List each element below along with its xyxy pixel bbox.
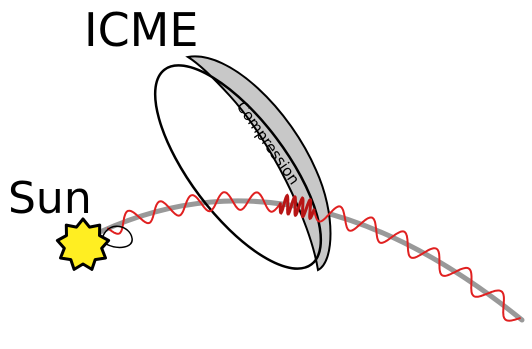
compression-region: [185, 55, 332, 272]
icme-label: ICME: [84, 3, 198, 57]
icme-ellipse: [153, 64, 323, 270]
sun-icon: [55, 217, 111, 271]
compressed-wave-segment: [278, 193, 316, 221]
sun-label: Sun: [8, 173, 92, 224]
sun-loop: [102, 225, 133, 249]
magnetic-wave: [107, 191, 521, 322]
